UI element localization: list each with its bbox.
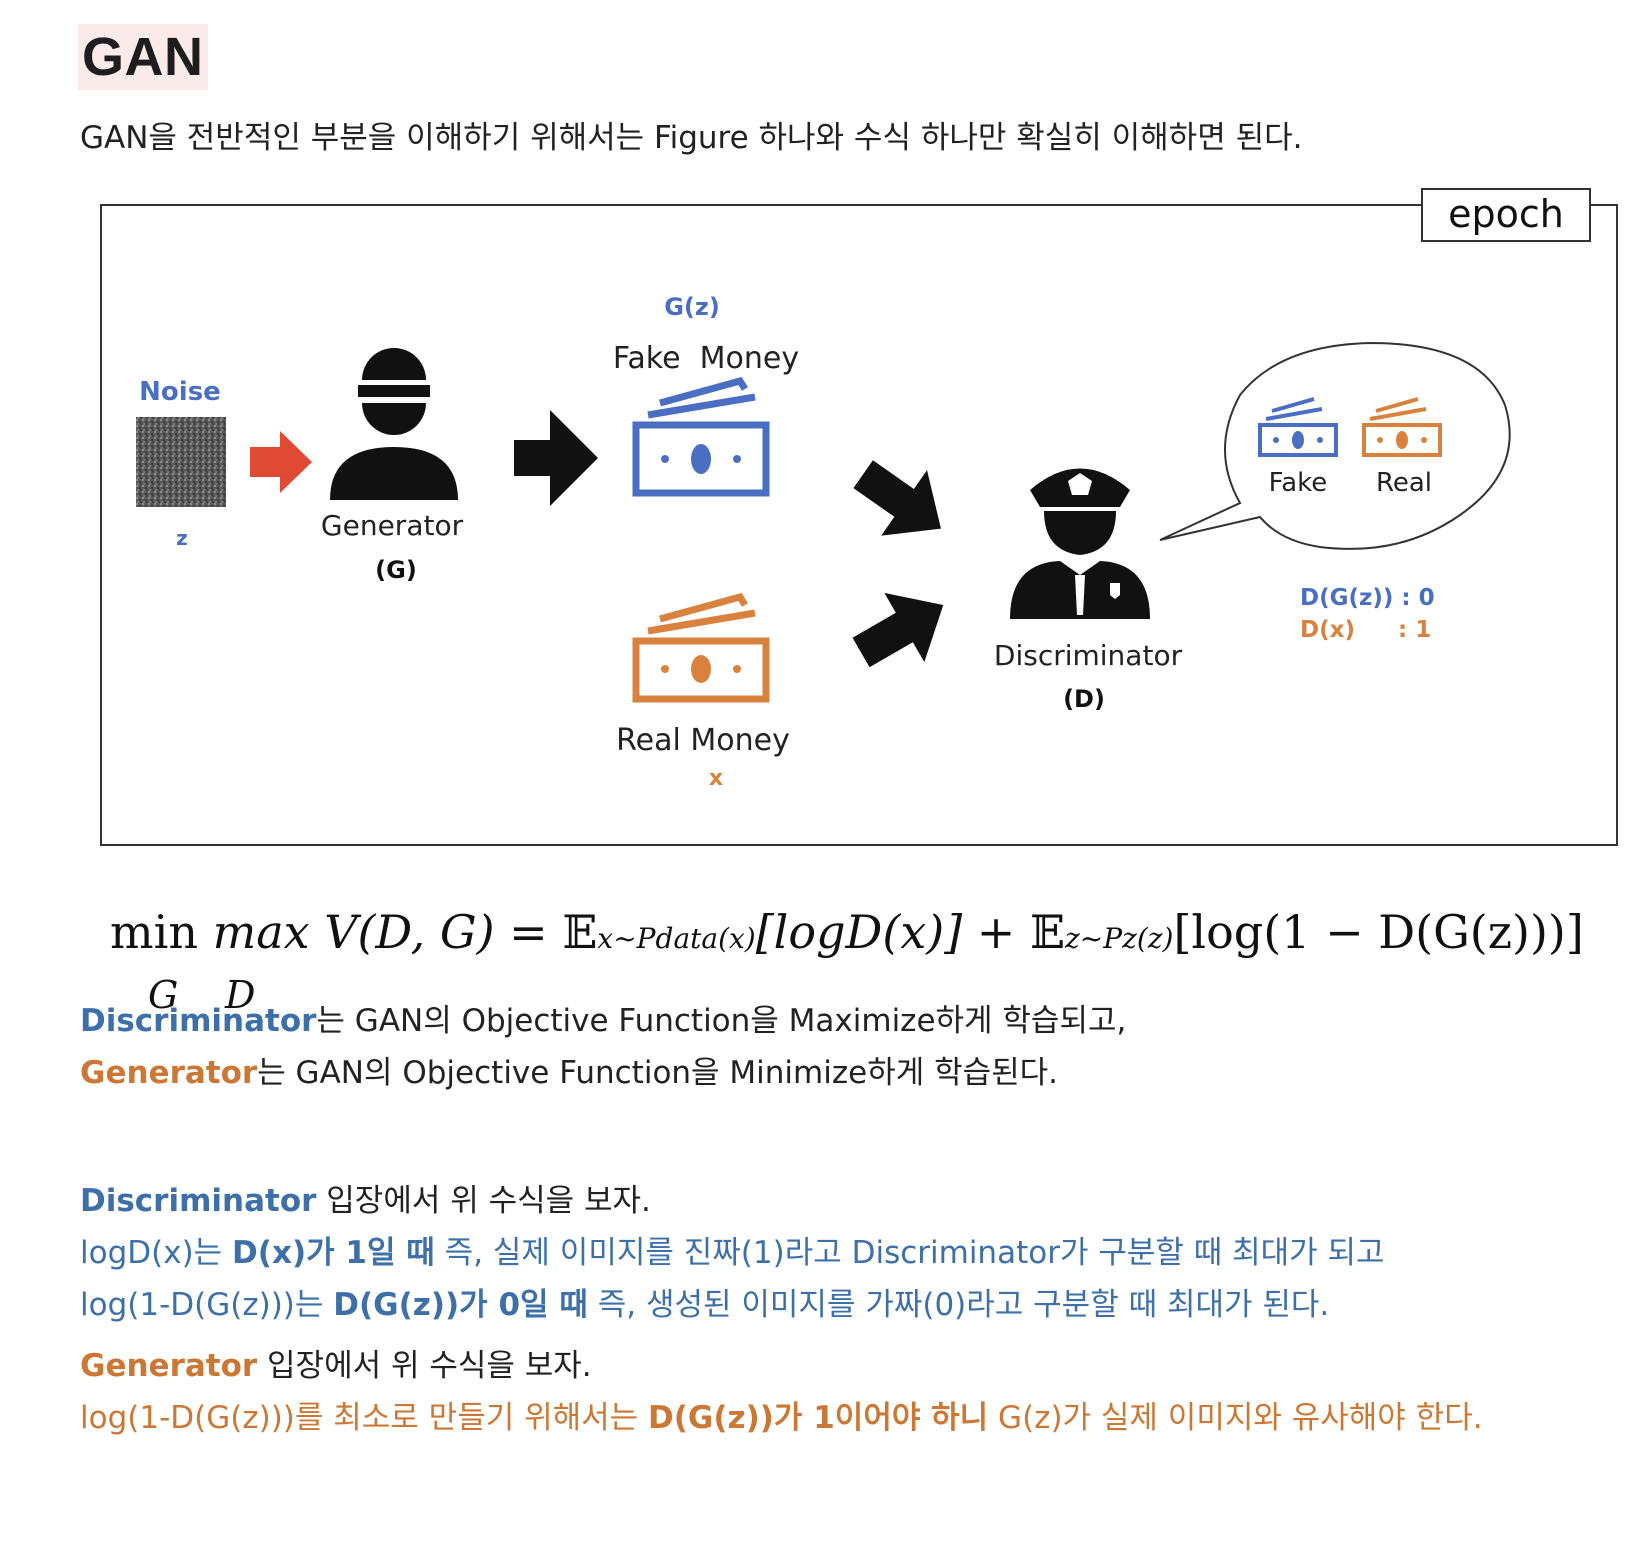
- arrow-down-right-icon: [853, 460, 941, 536]
- discriminator-label: Discriminator: [994, 639, 1183, 672]
- line-text: log(1-D(G(z)))는: [80, 1287, 334, 1323]
- bold-text: D(G(z))가 0일 때: [333, 1287, 588, 1323]
- police-icon: [1010, 468, 1150, 619]
- formula-min: min: [110, 905, 198, 959]
- fake-money-label: Fake Money: [613, 341, 799, 376]
- line-text: 는 GAN의 Objective Function을 Maximize하게 학습…: [316, 1003, 1127, 1039]
- paragraph-discriminator: Discriminator 입장에서 위 수식을 보자. logD(x)는 D(…: [80, 1175, 1385, 1331]
- figure-frame: [100, 204, 1618, 846]
- line-gen-view: Generator 입장에서 위 수식을 보자.: [80, 1340, 1483, 1392]
- gan-figure: epoch Noise z Generator (G) G(z) Fake Mo…: [100, 185, 1620, 865]
- line-gen-min-log: log(1-D(G(z)))를 최소로 만들기 위해서는 D(G(z))가 1이…: [80, 1392, 1483, 1444]
- line-text: 즉, 생성된 이미지를 가짜(0)라고 구분할 때 최대가 된다.: [587, 1287, 1330, 1323]
- line-text: 입장에서 위 수식을 보자.: [316, 1183, 651, 1219]
- formula-under-d: D: [225, 973, 256, 1017]
- dgz-output: D(G(z)) : 0: [1300, 585, 1435, 611]
- real-money-icon: [632, 592, 770, 703]
- line-disc-max: Discriminator는 GAN의 Objective Function을 …: [80, 995, 1126, 1047]
- bold-text: D(G(z))가 1이어야 하니: [648, 1400, 989, 1436]
- formula-term1: [logD(x)] +: [755, 905, 1030, 959]
- gen-keyword: Generator: [80, 1055, 258, 1091]
- line-text: 즉, 실제 이미지를 진짜(1)라고 Discriminator가 구분할 때 …: [434, 1235, 1385, 1271]
- bold-text: D(x)가 1일 때: [232, 1235, 435, 1271]
- line-log1-dgz: log(1-D(G(z)))는 D(G(z))가 0일 때 즉, 생성된 이미지…: [80, 1279, 1385, 1331]
- formula-max: max: [212, 905, 310, 959]
- generator-person-icon: [330, 348, 458, 500]
- objective-formula: min max V(D, G) = 𝔼x~Pdata(x)[logD(x)] +…: [110, 905, 1610, 1025]
- gen-keyword: Generator: [80, 1348, 258, 1384]
- arrow-up-right-icon: [852, 592, 944, 668]
- real-money-label: Real Money: [616, 723, 790, 758]
- formula-under-g: G: [148, 973, 179, 1017]
- formula-e2: 𝔼: [1029, 905, 1066, 959]
- bubble-fake-label: Fake: [1269, 468, 1328, 498]
- paragraph-objective: Discriminator는 GAN의 Objective Function을 …: [80, 995, 1126, 1099]
- formula-v: V(D, G) =: [324, 905, 548, 959]
- generator-label: Generator: [321, 509, 464, 542]
- bubble-fake-money-icon: [1258, 397, 1338, 457]
- disc-keyword: Discriminator: [80, 1003, 317, 1039]
- line-disc-view: Discriminator 입장에서 위 수식을 보자.: [80, 1175, 1385, 1227]
- gz-label: G(z): [664, 293, 720, 321]
- formula-e1: 𝔼: [562, 905, 598, 959]
- formula-sub1: x~Pdata(x): [597, 922, 756, 955]
- line-text: G(z)가 실제 이미지와 유사해야 한다.: [988, 1400, 1483, 1436]
- dx-output-left: D(x): [1300, 617, 1355, 643]
- discriminator-abbr: (D): [1063, 685, 1105, 713]
- disc-keyword: Discriminator: [80, 1183, 317, 1219]
- dx-output-right: : 1: [1398, 617, 1431, 643]
- fake-money-icon: [632, 376, 770, 497]
- line-text: 입장에서 위 수식을 보자.: [257, 1348, 592, 1384]
- epoch-label: epoch: [1448, 192, 1564, 236]
- formula-term2: [log(1 − D(G(z)))]: [1173, 905, 1584, 959]
- black-arrow-icon: [514, 410, 598, 506]
- noise-label: Noise: [139, 377, 221, 407]
- line-text: logD(x)는: [80, 1235, 233, 1271]
- line-gen-min: Generator는 GAN의 Objective Function을 Mini…: [80, 1047, 1126, 1099]
- paragraph-generator: Generator 입장에서 위 수식을 보자. log(1-D(G(z)))를…: [80, 1340, 1483, 1444]
- formula-sub2: z~Pz(z): [1065, 922, 1174, 955]
- gan-diagram: epoch Noise z Generator (G) G(z) Fake Mo…: [100, 188, 1618, 846]
- noise-var: z: [176, 526, 188, 550]
- bubble-real-money-icon: [1362, 397, 1442, 457]
- epoch-box: [1421, 188, 1591, 242]
- intro-text: GAN을 전반적인 부분을 이해하기 위해서는 Figure 하나와 수식 하나…: [80, 120, 1303, 156]
- page-title: GAN: [78, 24, 208, 90]
- real-var: x: [709, 766, 723, 791]
- noise-image: [136, 417, 226, 507]
- line-text: log(1-D(G(z)))를 최소로 만들기 위해서는: [80, 1400, 649, 1436]
- red-arrow-icon: [250, 431, 312, 493]
- bubble-real-label: Real: [1376, 468, 1432, 498]
- generator-abbr: (G): [375, 556, 417, 584]
- line-text: 는 GAN의 Objective Function을 Minimize하게 학습…: [257, 1055, 1059, 1091]
- line-logdx: logD(x)는 D(x)가 1일 때 즉, 실제 이미지를 진짜(1)라고 D…: [80, 1227, 1385, 1279]
